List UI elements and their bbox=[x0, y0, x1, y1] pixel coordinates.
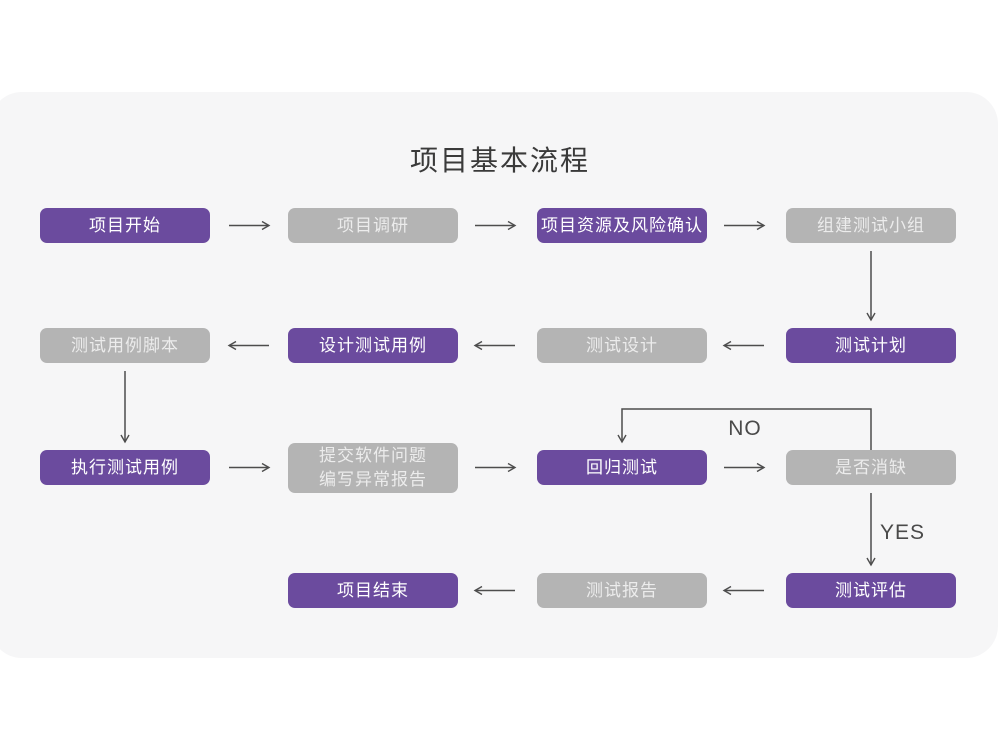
node-design-test-cases: 设计测试用例 bbox=[288, 328, 458, 363]
node-execute-test-cases: 执行测试用例 bbox=[40, 450, 210, 485]
node-defect-cleared: 是否消缺 bbox=[786, 450, 956, 485]
edge-label-no: NO bbox=[728, 417, 762, 440]
edge-label-yes: YES bbox=[880, 521, 926, 544]
node-project-end: 项目结束 bbox=[288, 573, 458, 608]
node-test-design: 测试设计 bbox=[537, 328, 707, 363]
node-test-plan: 测试计划 bbox=[786, 328, 956, 363]
node-form-test-team: 组建测试小组 bbox=[786, 208, 956, 243]
node-submit-issue-report: 提交软件问题 编写异常报告 bbox=[288, 443, 458, 493]
node-project-research: 项目调研 bbox=[288, 208, 458, 243]
node-project-start: 项目开始 bbox=[40, 208, 210, 243]
flowchart-card bbox=[0, 92, 998, 658]
node-test-case-scripts: 测试用例脚本 bbox=[40, 328, 210, 363]
node-resources-risk-confirm: 项目资源及风险确认 bbox=[537, 208, 707, 243]
node-test-evaluation: 测试评估 bbox=[786, 573, 956, 608]
diagram-title: 项目基本流程 bbox=[409, 145, 590, 176]
node-test-report: 测试报告 bbox=[537, 573, 707, 608]
node-regression-test: 回归测试 bbox=[537, 450, 707, 485]
